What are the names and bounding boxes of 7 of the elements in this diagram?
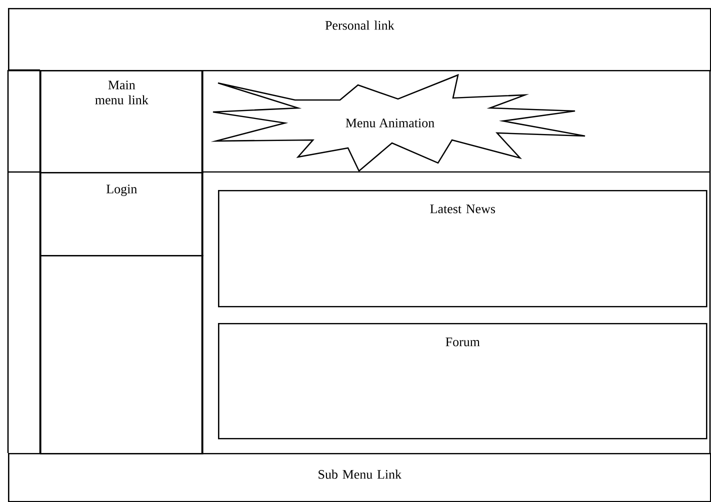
layout-box: Sub Menu Link: [8, 452, 711, 502]
layout-box: Forum: [218, 322, 708, 440]
layout-box: Latest News: [218, 190, 708, 308]
layout-box: Login: [40, 172, 204, 256]
layout-box: Personal link: [8, 8, 711, 72]
layout-box: Main menu link: [40, 70, 204, 174]
layout-box: [40, 254, 204, 454]
